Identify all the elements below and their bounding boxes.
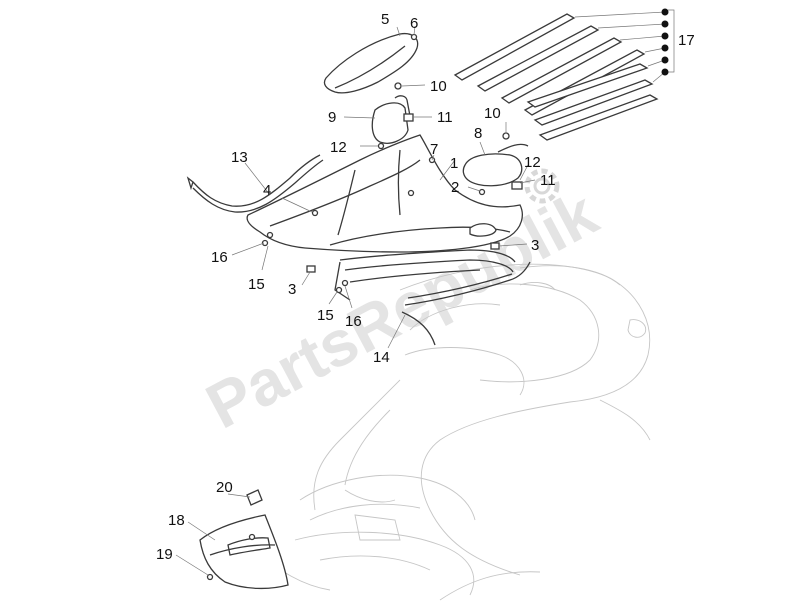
part-8-box bbox=[462, 143, 529, 187]
callout-15: 15 bbox=[248, 276, 265, 293]
callout-10: 10 bbox=[430, 78, 447, 95]
scooter-frame bbox=[259, 263, 651, 601]
callout-12b: 12 bbox=[524, 154, 541, 171]
part-10a-screw bbox=[394, 82, 402, 90]
callout-14: 14 bbox=[373, 349, 390, 366]
callout-16: 16 bbox=[211, 249, 228, 266]
callout-3b: 3 bbox=[531, 237, 539, 254]
callout-13: 13 bbox=[231, 149, 248, 166]
callout-7: 7 bbox=[430, 141, 438, 158]
gear-icon bbox=[524, 168, 560, 204]
callout-15b: 15 bbox=[317, 307, 334, 324]
part-10b-screw bbox=[502, 132, 510, 140]
part-11b-clip bbox=[511, 181, 523, 190]
part-20-clip bbox=[246, 489, 263, 506]
part-9-box bbox=[371, 102, 409, 144]
part-floor-trims bbox=[334, 249, 516, 301]
callout-19: 19 bbox=[156, 546, 173, 563]
callout-10b: 10 bbox=[484, 105, 501, 122]
part-20-screw bbox=[248, 533, 256, 541]
callout-5: 5 bbox=[381, 11, 389, 28]
part-5-cover bbox=[323, 32, 419, 94]
callout-17: 17 bbox=[678, 32, 695, 49]
callout-16b: 16 bbox=[345, 313, 362, 330]
callout-1: 1 bbox=[450, 155, 458, 172]
callout-leaders bbox=[175, 25, 536, 576]
part-1-leg-shield bbox=[246, 134, 523, 253]
part-12a-screw bbox=[377, 142, 385, 150]
part-13-strip bbox=[186, 154, 324, 213]
callout-2: 2 bbox=[451, 179, 459, 196]
callout-11b: 11 bbox=[540, 172, 556, 189]
callout-20: 20 bbox=[216, 479, 233, 496]
part-2-screw bbox=[478, 188, 486, 196]
callout-6: 6 bbox=[410, 15, 418, 32]
part-14-strip bbox=[401, 261, 531, 346]
part-17-strips bbox=[453, 13, 659, 141]
part-11a-clip bbox=[403, 113, 414, 122]
callout-18: 18 bbox=[168, 512, 185, 529]
callout-labels: 5 6 10 9 11 12 10 8 13 7 1 12 11 2 4 16 … bbox=[156, 11, 695, 563]
part-9-bracket bbox=[394, 95, 411, 117]
callout-9: 9 bbox=[328, 109, 336, 126]
callout-3: 3 bbox=[288, 281, 296, 298]
callout-11: 11 bbox=[437, 109, 453, 126]
part-17-leaders bbox=[574, 8, 675, 83]
callout-12: 12 bbox=[330, 139, 347, 156]
callout-8: 8 bbox=[474, 125, 482, 142]
callout-4: 4 bbox=[263, 182, 271, 199]
part-19-screw bbox=[206, 573, 214, 581]
part-6-screw bbox=[410, 33, 418, 41]
part-18-panel bbox=[199, 514, 289, 590]
